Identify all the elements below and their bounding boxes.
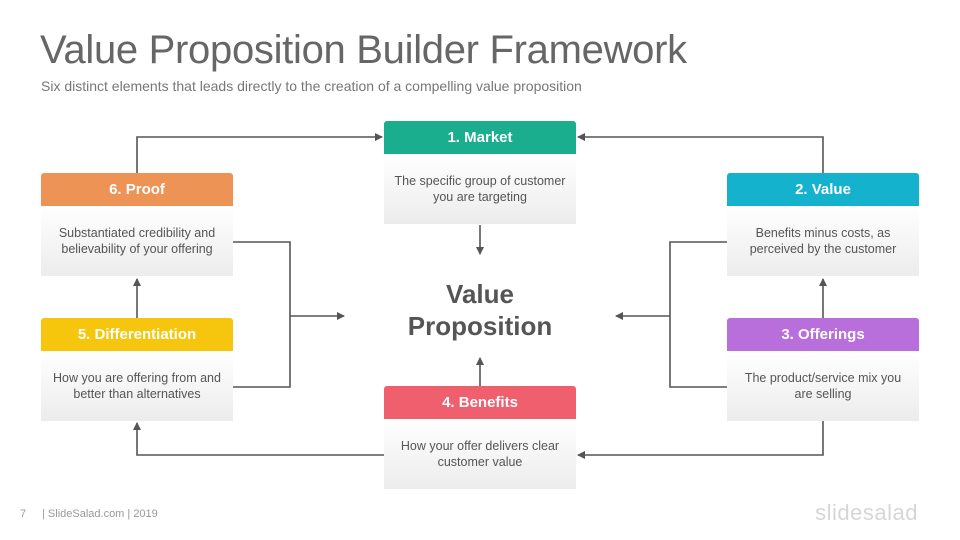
center-line-1: Value — [446, 279, 514, 309]
card-offerings-body: The product/service mix you are selling — [727, 351, 919, 421]
footer-text: | SlideSalad.com | 2019 — [42, 508, 158, 520]
card-offerings-header: 3. Offerings — [727, 318, 919, 351]
card-proof-header: 6. Proof — [41, 173, 233, 206]
card-differentiation-body: How you are offering from and better tha… — [41, 351, 233, 421]
bracket-left — [233, 241, 291, 388]
card-benefits: 4. Benefits How your offer delivers clea… — [384, 386, 576, 489]
card-differentiation: 5. Differentiation How you are offering … — [41, 318, 233, 421]
card-market: 1. Market The specific group of customer… — [384, 121, 576, 224]
page-subtitle: Six distinct elements that leads directl… — [41, 78, 582, 94]
card-offerings: 3. Offerings The product/service mix you… — [727, 318, 919, 421]
card-differentiation-header: 5. Differentiation — [41, 318, 233, 351]
card-proof-body: Substantiated credibility and believabil… — [41, 206, 233, 276]
card-value: 2. Value Benefits minus costs, as percei… — [727, 173, 919, 276]
card-value-body: Benefits minus costs, as perceived by th… — [727, 206, 919, 276]
card-market-body: The specific group of customer you are t… — [384, 154, 576, 224]
arrow-benefits-to-differentiation — [133, 422, 384, 456]
card-value-header: 2. Value — [727, 173, 919, 206]
arrow-proof-to-market — [136, 133, 383, 173]
card-proof: 6. Proof Substantiated credibility and b… — [41, 173, 233, 276]
card-benefits-body: How your offer delivers clear customer v… — [384, 419, 576, 489]
center-value-proposition: Value Proposition — [380, 278, 580, 342]
page-title: Value Proposition Builder Framework — [40, 28, 687, 72]
footer-page-number: 7 — [20, 508, 27, 520]
card-market-header: 1. Market — [384, 121, 576, 154]
arrow-offerings-to-benefits — [577, 421, 824, 459]
center-line-2: Proposition — [407, 311, 553, 341]
bracket-right — [669, 241, 727, 388]
card-benefits-header: 4. Benefits — [384, 386, 576, 419]
brand-logo: slidesalad — [815, 500, 918, 525]
arrow-value-to-market — [577, 133, 824, 173]
